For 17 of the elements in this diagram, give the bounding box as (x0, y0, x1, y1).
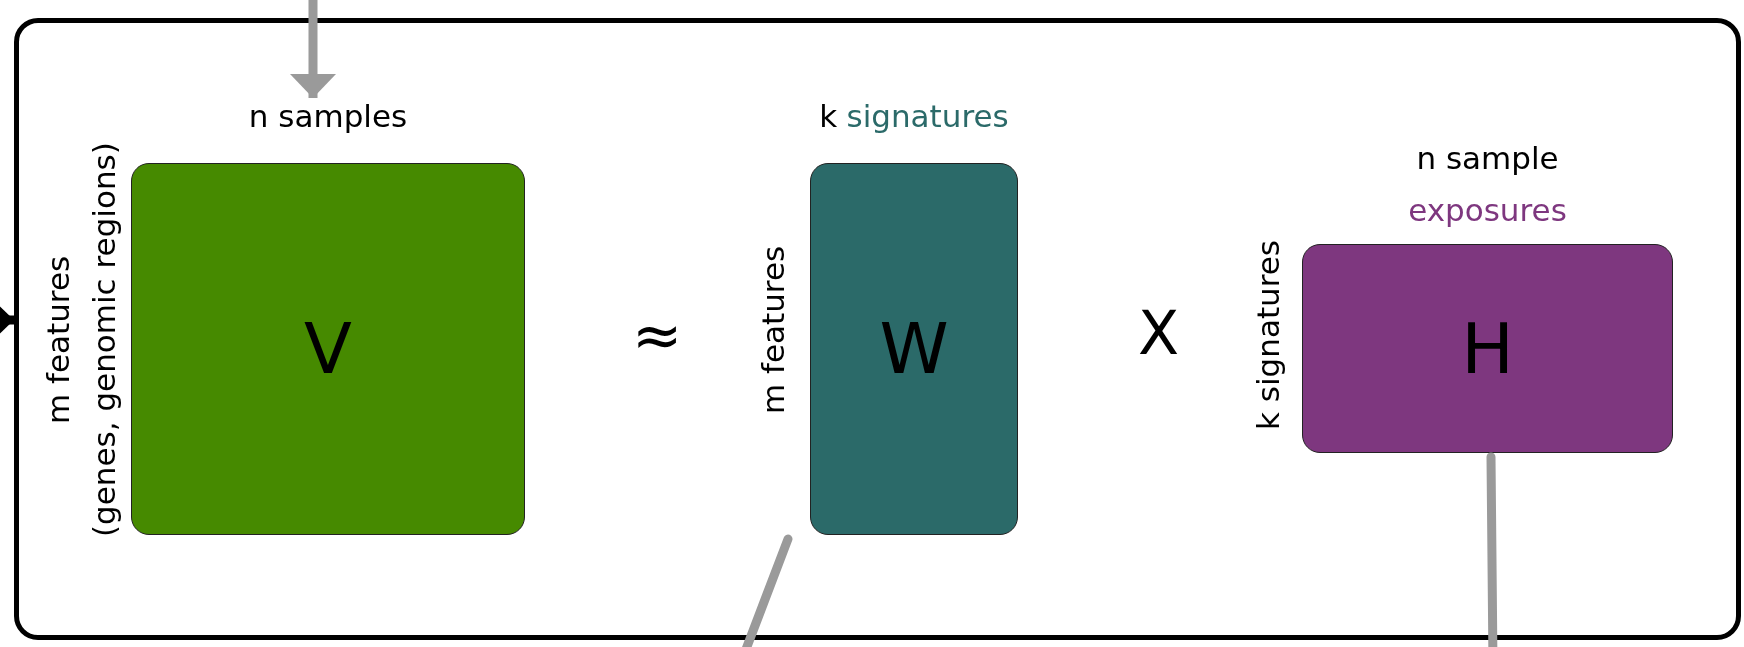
axis-heading: signatures (846, 98, 1009, 134)
matrix-letter: W (879, 314, 949, 384)
operator-symbol: ≈ (632, 305, 683, 365)
axis-heading: exposures (1408, 192, 1567, 228)
matrix-letter: V (304, 314, 352, 384)
operator-symbol: X (1138, 303, 1180, 363)
axis-heading: n sample (1416, 140, 1559, 176)
axis-heading: k (819, 98, 838, 134)
outer-frame (14, 18, 1741, 640)
matrix-letter: H (1461, 313, 1514, 384)
axis-label: k signatures (1250, 239, 1286, 432)
arrow (290, 0, 336, 98)
axis-label: m features (755, 244, 791, 417)
axis-heading: n samples (248, 98, 408, 134)
connector-line (1486, 452, 1498, 647)
axis-label: (genes, genomic regions) (86, 141, 122, 540)
axis-label: m features (40, 254, 76, 427)
